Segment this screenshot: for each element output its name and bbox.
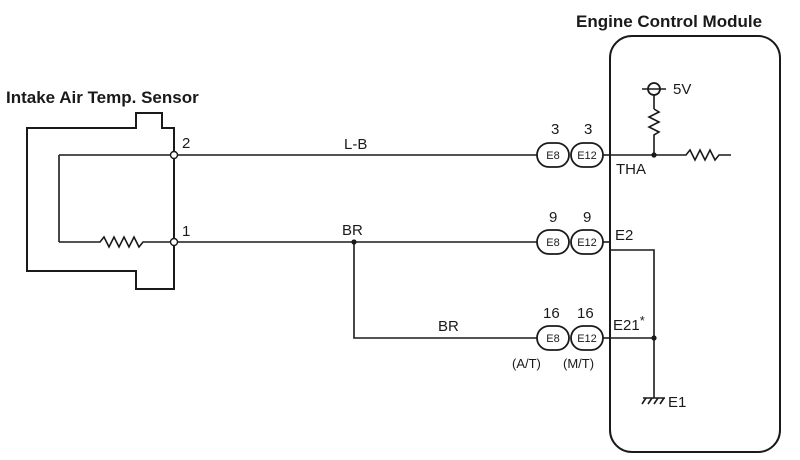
tha-internal-resistor	[610, 148, 731, 162]
sensor-housing	[26, 112, 175, 290]
terminal-e1: E1	[668, 394, 686, 411]
row1-e8-label: E8	[546, 150, 559, 162]
row3-e12-label: E12	[577, 333, 597, 345]
note-mt: (M/T)	[563, 356, 594, 371]
supply-5v-label: 5V	[673, 81, 691, 98]
row1-connector-e8	[536, 142, 570, 168]
terminal-e21: E21*	[613, 313, 645, 334]
row1-e12-label: E12	[577, 150, 597, 162]
row3-pin-right: 16	[577, 305, 594, 322]
sensor-pin-1-label: 1	[182, 223, 190, 240]
terminal-e2: E2	[615, 227, 633, 244]
row3-connector-e8	[536, 325, 570, 351]
ecm-title: Engine Control Module	[576, 12, 762, 31]
row3-e8-label: E8	[546, 333, 559, 345]
row2-pin-right: 9	[583, 209, 591, 226]
row2-connector-e8	[536, 229, 570, 255]
ecm-box	[609, 35, 781, 453]
sensor-pin-2-label: 2	[182, 135, 190, 152]
wire-br-branch	[353, 242, 537, 339]
sensor-thermistor	[59, 235, 174, 249]
row1-pin-right: 3	[584, 121, 592, 138]
note-at: (A/T)	[512, 356, 541, 371]
wire-l-b-color: L-B	[344, 136, 367, 153]
pullup-resistor	[647, 108, 661, 155]
row3-pin-left: 16	[543, 305, 560, 322]
row2-e12-label: E12	[577, 237, 597, 249]
row2-e8-label: E8	[546, 237, 559, 249]
sensor-terminal-1	[169, 237, 179, 247]
wire-br-main-color: BR	[342, 222, 363, 239]
wire-br-branch-color: BR	[438, 318, 459, 335]
sensor-title: Intake Air Temp. Sensor	[6, 88, 199, 107]
row1-pin-left: 3	[551, 121, 559, 138]
e2-ground-line	[610, 249, 655, 338]
row2-pin-left: 9	[549, 209, 557, 226]
terminal-tha: THA	[616, 161, 646, 178]
sensor-terminal-2	[169, 150, 179, 160]
